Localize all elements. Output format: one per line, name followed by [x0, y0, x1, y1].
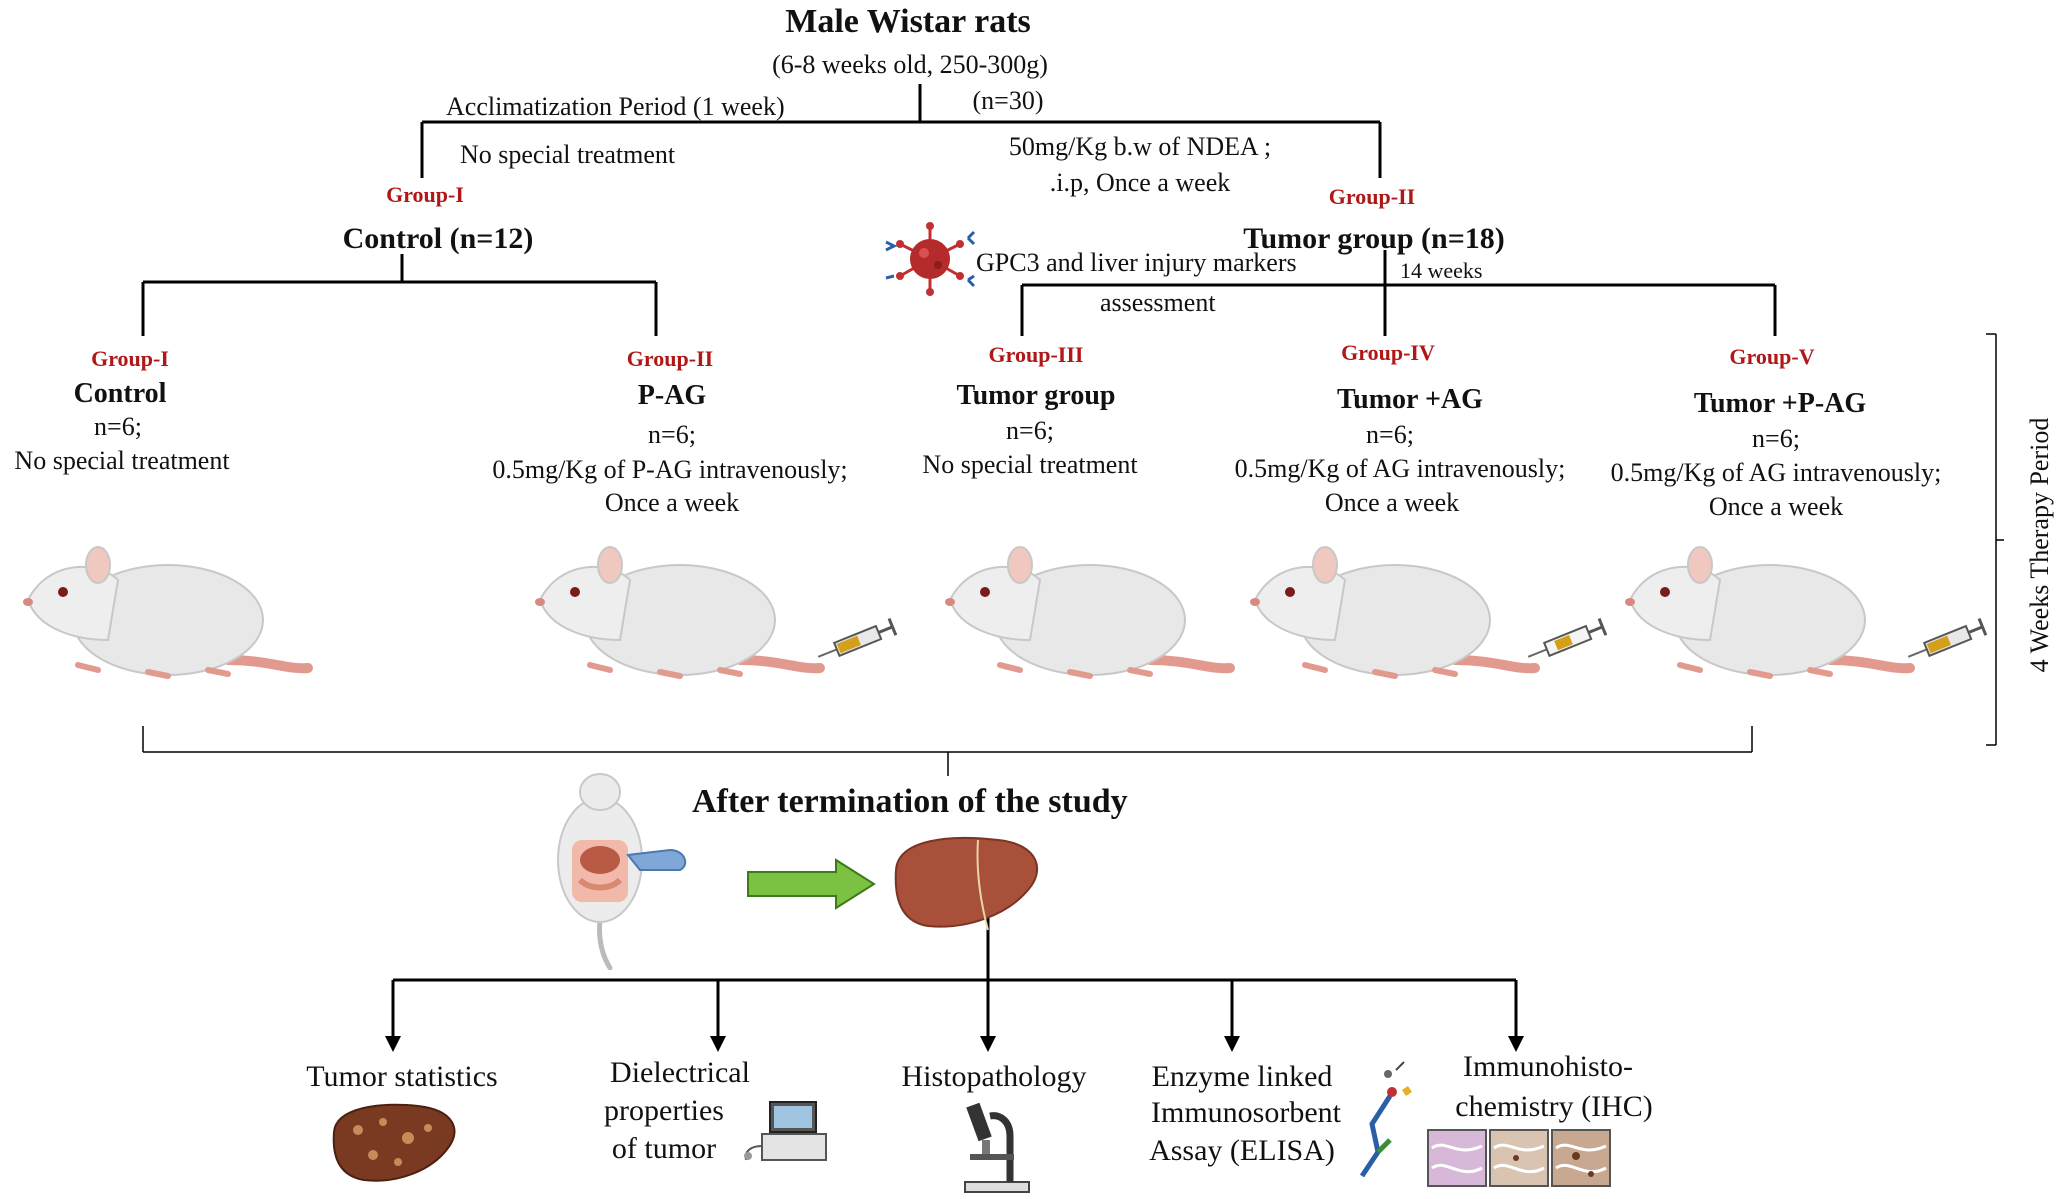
group-iii-treatment: No special treatment [922, 450, 1138, 479]
impedance-analyzer-icon [744, 1101, 827, 1161]
outcome-elisa-line1: Enzyme linked [1151, 1060, 1333, 1093]
gpc3-antibody-icon [885, 222, 976, 296]
group-ii-name: P-AG [637, 380, 707, 411]
total-n-text: (n=30) [972, 86, 1044, 115]
control-treatment-text: No special treatment [460, 140, 676, 169]
group-iv-dose: 0.5mg/Kg of AG intravenously; [1234, 454, 1566, 483]
rat-group-iv-icon [1250, 546, 1540, 679]
termination-title: After termination of the study [692, 783, 1128, 820]
group-i-n: n=6; [94, 412, 142, 441]
group-iii-n: n=6; [1006, 416, 1054, 445]
outcome-dielectric-line3: of tumor [611, 1132, 717, 1165]
acclimatization-text: Acclimatization Period (1 week) [446, 92, 785, 121]
control-branch-title: Control (n=12) [342, 222, 534, 255]
group-v-schedule: Once a week [1708, 492, 1844, 521]
syringe-icon [1907, 617, 1988, 658]
tumor-branch-title: Tumor group (n=18) [1243, 222, 1505, 255]
group-v-name: Tumor +P-AG [1693, 388, 1867, 419]
outcome-histopathology: Histopathology [901, 1060, 1087, 1093]
group-v-label: Group-V [1729, 344, 1815, 369]
group-i-name: Control [73, 378, 167, 409]
group-iii-label: Group-III [988, 342, 1084, 367]
group-i-label: Group-I [91, 346, 169, 371]
gpc3-assessment-text: assessment [1100, 288, 1216, 317]
group-v-dose: 0.5mg/Kg of AG intravenously; [1610, 458, 1942, 487]
group-iv-label: Group-IV [1341, 340, 1435, 365]
branch-group-i-label: Group-I [386, 182, 464, 207]
rat-group-iii-icon [945, 546, 1235, 679]
rat-group-i-icon [23, 546, 313, 679]
outcome-tumor-statistics: Tumor statistics [306, 1060, 498, 1093]
liver-icon [894, 836, 1039, 931]
group-ii-label: Group-II [626, 346, 714, 371]
ndea-schedule-text: .i.p, Once a week [1049, 168, 1231, 197]
dissection-icon [557, 773, 687, 970]
therapy-period-label: 4 Weeks Therapy Period [2025, 417, 2054, 673]
outcome-dielectric-line1: Dielectrical [610, 1056, 750, 1089]
elisa-antibody-icon [1359, 1061, 1412, 1178]
group-iv-n: n=6; [1366, 420, 1414, 449]
group-i-treatment: No special treatment [14, 446, 230, 475]
rat-group-v-icon [1625, 546, 1915, 679]
tumor-liver-icon [332, 1103, 456, 1182]
syringe-icon [817, 617, 898, 658]
group-iv-name: Tumor +AG [1337, 384, 1483, 415]
branch-group-ii-label: Group-II [1328, 184, 1416, 209]
outcome-ihc-line1: Immunohisto- [1463, 1050, 1633, 1083]
group-v-n: n=6; [1752, 424, 1800, 453]
age-weight-text: (6-8 weeks old, 250-300g) [772, 50, 1048, 79]
ihc-slides-icon [1427, 1129, 1611, 1187]
ndea-dose-text: 50mg/Kg b.w of NDEA ; [1008, 132, 1272, 161]
green-arrow-icon [747, 858, 876, 910]
outcome-dielectric-line2: properties [604, 1094, 724, 1127]
group-ii-dose: 0.5mg/Kg of P-AG intravenously; [492, 455, 848, 484]
syringe-icon [1527, 617, 1608, 658]
group-iv-schedule: Once a week [1324, 488, 1460, 517]
microscope-icon [964, 1102, 1030, 1193]
duration-text: 14 weeks [1400, 258, 1483, 283]
outcome-ihc-line2: chemistry (IHC) [1455, 1090, 1653, 1123]
group-ii-n: n=6; [648, 420, 696, 449]
gpc3-marker-text: GPC3 and liver injury markers [976, 248, 1297, 277]
outcome-elisa-line3: Assay (ELISA) [1149, 1134, 1335, 1167]
diagram-title: Male Wistar rats [785, 3, 1031, 40]
group-ii-schedule: Once a week [604, 488, 740, 517]
outcome-elisa-line2: Immunosorbent [1151, 1096, 1341, 1129]
group-iii-name: Tumor group [956, 380, 1116, 411]
rat-group-ii-icon [535, 546, 825, 679]
